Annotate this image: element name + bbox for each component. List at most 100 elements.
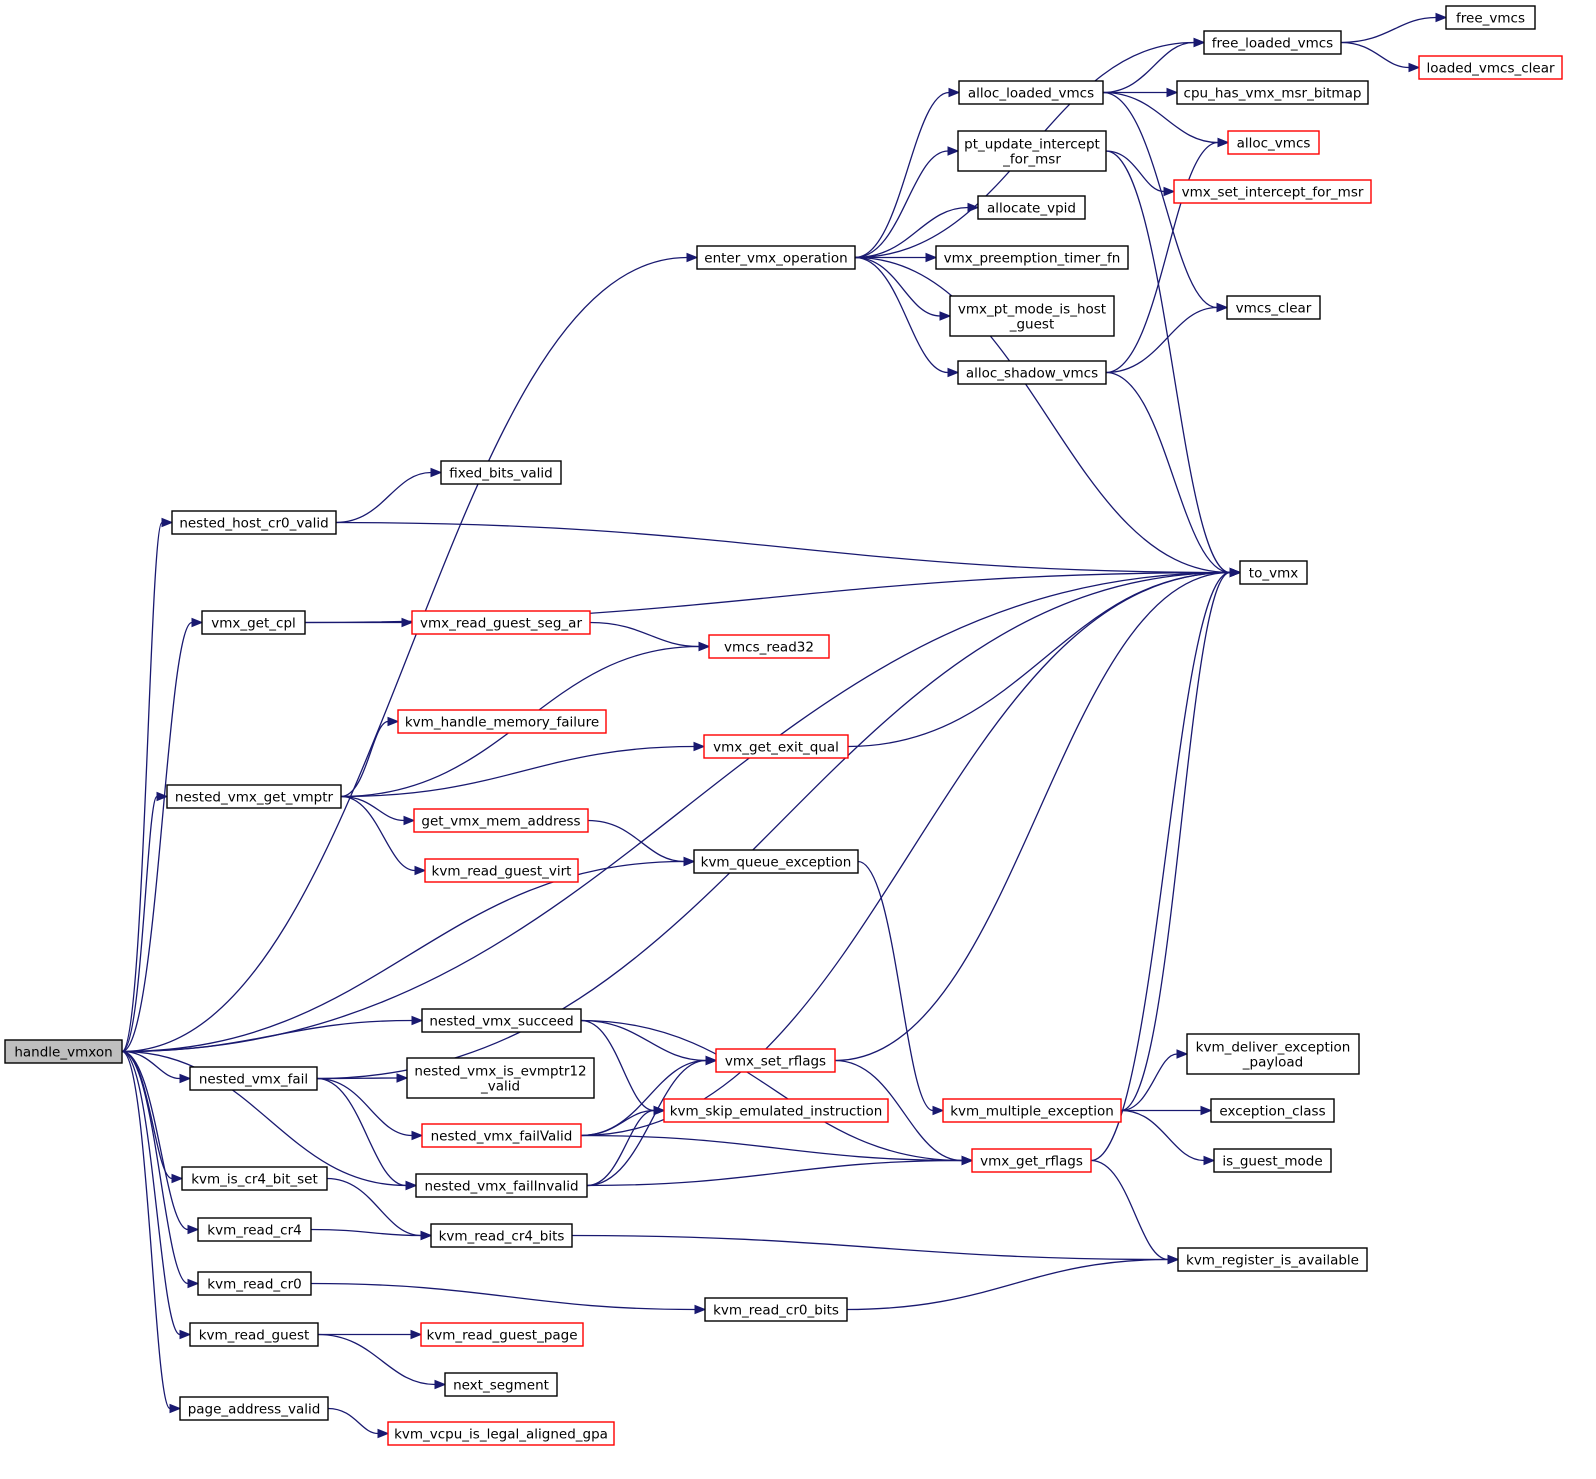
node-label: vmx_get_exit_qual — [713, 740, 839, 756]
edge-enter_vmx_operation-to-pt_update_intercept_for_msr — [854, 146, 960, 259]
node-kvm-handle-memory-failure[interactable]: kvm_handle_memory_failure — [397, 709, 607, 734]
edge-kvm_multiple_exception-to-is_guest_mode — [1120, 1109, 1216, 1166]
node-fixed-bits-valid[interactable]: fixed_bits_valid — [440, 460, 562, 485]
edge-nested_host_cr0_valid-to-fixed_bits_valid — [335, 467, 443, 524]
node-box — [1226, 295, 1321, 320]
node-kvm-multiple-exception[interactable]: kvm_multiple_exception — [942, 1098, 1122, 1123]
edge-kvm_queue_exception-to-kvm_multiple_exception — [857, 860, 945, 1116]
node-page-address-valid[interactable]: page_address_valid — [179, 1396, 329, 1421]
node-kvm-read-cr4[interactable]: kvm_read_cr4 — [197, 1217, 312, 1242]
node-allocate-vpid[interactable]: allocate_vpid — [977, 195, 1086, 220]
edge-kvm_multiple_exception-to-exception_class — [1121, 1105, 1213, 1116]
node-vmx-pt-mode-is-host-guest[interactable]: vmx_pt_mode_is_host_guest — [949, 295, 1115, 337]
node-vmx-get-cpl[interactable]: vmx_get_cpl — [201, 610, 306, 635]
edge-line — [1090, 571, 1231, 1162]
node-is-guest-mode[interactable]: is_guest_mode — [1213, 1148, 1332, 1173]
node-kvm-deliver-exception-payload[interactable]: kvm_deliver_exception_payload — [1186, 1033, 1360, 1075]
arrowhead — [948, 87, 961, 98]
edge-pt_update_intercept_for_msr-to-vmx_set_intercept_for_msr — [1105, 150, 1176, 197]
node-nested-vmx-succeed[interactable]: nested_vmx_succeed — [421, 1008, 582, 1033]
edge-line — [580, 571, 1231, 1137]
node-kvm-vcpu-is-legal-aligned-gpa[interactable]: kvm_vcpu_is_legal_aligned_gpa — [387, 1421, 615, 1446]
edge-kvm_read_cr0_bits-to-kvm_register_is_available — [846, 1254, 1180, 1311]
node-kvm-skip-emulated-instruction[interactable]: kvm_skip_emulated_instruction — [663, 1098, 889, 1123]
arrowhead — [932, 1105, 945, 1116]
edges-layer — [121, 12, 1448, 1439]
edge-line — [316, 1077, 398, 1080]
node-vmx-preemption-timer-fn[interactable]: vmx_preemption_timer_fn — [935, 245, 1129, 270]
node-nested-vmx-is-evmptr12-valid[interactable]: nested_vmx_is_evmptr12_valid — [406, 1057, 595, 1099]
node-vmx-get-rflags[interactable]: vmx_get_rflags — [971, 1148, 1092, 1173]
node-vmx-set-intercept-for-msr[interactable]: vmx_set_intercept_for_msr — [1173, 179, 1372, 204]
edge-line — [834, 1059, 963, 1162]
node-alloc-vmcs[interactable]: alloc_vmcs — [1227, 130, 1320, 155]
edge-line — [340, 745, 695, 798]
node-to-vmx[interactable]: to_vmx — [1239, 560, 1308, 585]
node-kvm-read-guest-virt[interactable]: kvm_read_guest_virt — [424, 858, 579, 883]
node-kvm-is-cr4-bit-set[interactable]: kvm_is_cr4_bit_set — [181, 1166, 328, 1191]
node-box — [1186, 1033, 1360, 1075]
node-vmx-set-rflags[interactable]: vmx_set_rflags — [715, 1048, 836, 1073]
node-free-loaded-vmcs[interactable]: free_loaded_vmcs — [1203, 30, 1342, 55]
node-label: kvm_read_guest_page — [426, 1328, 577, 1344]
node-nested-vmx-get-vmptr[interactable]: nested_vmx_get_vmptr — [166, 784, 342, 809]
node-label: _for_msr — [1002, 152, 1061, 168]
node-loaded-vmcs-clear[interactable]: loaded_vmcs_clear — [1418, 55, 1563, 80]
node-enter-vmx-operation[interactable]: enter_vmx_operation — [696, 245, 856, 270]
edge-line — [586, 1159, 963, 1187]
node-box — [1176, 80, 1369, 105]
node-label: nested_host_cr0_valid — [179, 516, 328, 532]
node-pt-update-intercept-for-msr[interactable]: pt_update_intercept_for_msr — [957, 130, 1107, 172]
node-kvm-read-cr0-bits[interactable]: kvm_read_cr0_bits — [704, 1297, 848, 1322]
node-kvm-register-is-available[interactable]: kvm_register_is_available — [1177, 1247, 1368, 1272]
node-nested-host-cr0-valid[interactable]: nested_host_cr0_valid — [171, 510, 337, 535]
node-kvm-read-guest[interactable]: kvm_read_guest — [189, 1322, 319, 1347]
node-label: kvm_vcpu_is_legal_aligned_gpa — [394, 1427, 608, 1443]
node-exception-class[interactable]: exception_class — [1210, 1098, 1335, 1123]
node-get-vmx-mem-address[interactable]: get_vmx_mem_address — [413, 808, 589, 833]
edge-line — [1105, 141, 1219, 374]
node-alloc-loaded-vmcs[interactable]: alloc_loaded_vmcs — [958, 80, 1104, 105]
node-nested-vmx-fail[interactable]: nested_vmx_fail — [189, 1066, 318, 1091]
node-nested-vmx-failValid[interactable]: nested_vmx_failValid — [421, 1123, 582, 1148]
edge-handle_vmxon-to-kvm_queue_exception — [121, 856, 696, 1053]
arrowhead — [410, 1329, 423, 1340]
edge-line — [121, 1050, 189, 1285]
node-box — [406, 1057, 595, 1099]
node-box — [411, 610, 591, 635]
node-nested-vmx-failInvalid[interactable]: nested_vmx_failInvalid — [415, 1173, 588, 1198]
node-vmcs-read32[interactable]: vmcs_read32 — [708, 634, 830, 659]
node-vmcs-clear[interactable]: vmcs_clear — [1226, 295, 1321, 320]
node-box — [958, 80, 1104, 105]
node-alloc-shadow-vmcs[interactable]: alloc_shadow_vmcs — [957, 360, 1107, 385]
node-free-vmcs[interactable]: free_vmcs — [1445, 5, 1536, 30]
node-handle-vmxon[interactable]: handle_vmxon — [4, 1039, 123, 1064]
edge-handle_vmxon-to-kvm_read_cr0 — [121, 1050, 200, 1289]
node-kvm-read-cr0[interactable]: kvm_read_cr0 — [197, 1271, 312, 1296]
edge-nested_vmx_failValid-to-vmx_get_rflags — [580, 1134, 974, 1166]
node-kvm-read-cr4-bits[interactable]: kvm_read_cr4_bits — [430, 1223, 573, 1248]
node-label: kvm_skip_emulated_instruction — [670, 1104, 883, 1120]
node-box — [197, 1271, 312, 1296]
node-label: nested_vmx_failValid — [431, 1129, 573, 1145]
edge-line — [121, 1019, 413, 1053]
edge-kvm_read_guest-to-next_segment — [317, 1333, 447, 1390]
edge-line — [316, 1077, 413, 1137]
node-vmx-read-guest-seg-ar[interactable]: vmx_read_guest_seg_ar — [411, 610, 591, 635]
arrowhead — [683, 856, 696, 867]
edge-handle_vmxon-to-nested_vmx_fail — [121, 1050, 192, 1084]
node-next-segment[interactable]: next_segment — [444, 1372, 558, 1397]
node-kvm-read-guest-page[interactable]: kvm_read_guest_page — [420, 1322, 584, 1347]
edge-line — [340, 720, 389, 798]
node-vmx-get-exit-qual[interactable]: vmx_get_exit_qual — [703, 734, 849, 759]
node-cpu-has-vmx-msr-bitmap[interactable]: cpu_has_vmx_msr_bitmap — [1176, 80, 1369, 105]
node-box — [1418, 55, 1563, 80]
arrowhead — [1200, 1105, 1213, 1116]
arrowhead — [179, 1073, 192, 1084]
edge-alloc_loaded_vmcs-to-free_loaded_vmcs — [1102, 37, 1206, 94]
node-label: handle_vmxon — [14, 1045, 112, 1061]
edge-line — [854, 256, 1231, 574]
node-box — [704, 1297, 848, 1322]
node-kvm-queue-exception[interactable]: kvm_queue_exception — [693, 849, 859, 874]
